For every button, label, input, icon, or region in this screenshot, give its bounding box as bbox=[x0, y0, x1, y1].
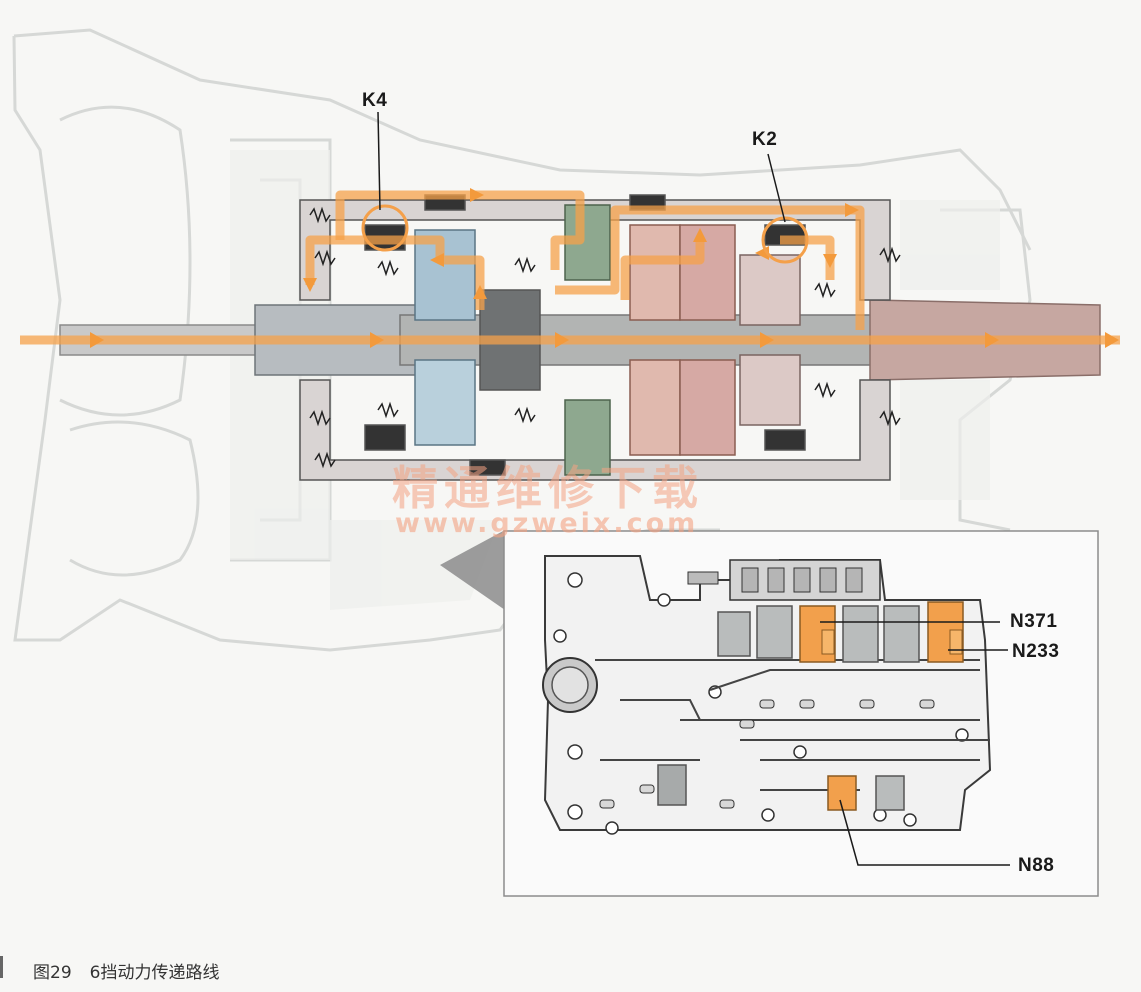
solenoid-n371 bbox=[799, 605, 836, 663]
figure-title: 6挡动力传递路线 bbox=[89, 963, 220, 983]
springs bbox=[309, 206, 901, 469]
solenoid-inactive-5 bbox=[875, 775, 905, 811]
n88-label: N88 bbox=[1018, 855, 1055, 876]
k2-highlight-circle bbox=[761, 216, 809, 264]
solenoid-inactive-3 bbox=[842, 605, 879, 663]
n371-label: N371 bbox=[1010, 611, 1058, 632]
k2-label: K2 bbox=[752, 129, 778, 150]
solenoid-inactive-6 bbox=[657, 764, 687, 806]
n233-label: N233 bbox=[1012, 641, 1060, 662]
solenoid-n233 bbox=[927, 601, 964, 663]
watermark-url: www.gzweix.com bbox=[395, 508, 699, 539]
solenoid-inactive-1 bbox=[717, 611, 751, 657]
figure-number: 图29 bbox=[33, 963, 72, 983]
inset-pointer bbox=[440, 530, 505, 610]
k4-highlight-circle bbox=[361, 204, 409, 252]
solenoid-inactive-4 bbox=[883, 605, 920, 663]
page-edge-mark bbox=[0, 956, 3, 978]
inset-leader-lines bbox=[820, 621, 1010, 866]
figure-caption: 图29 6挡动力传递路线 bbox=[33, 958, 237, 983]
leader-lines bbox=[377, 111, 786, 223]
solenoid-n88 bbox=[827, 775, 857, 811]
power-flow-arrows bbox=[90, 188, 1119, 348]
k4-label: K4 bbox=[362, 90, 388, 111]
watermark-chinese: 精通维修下载 bbox=[392, 461, 704, 515]
solenoid-inactive-2 bbox=[756, 605, 793, 659]
valve-body-inset bbox=[503, 530, 1099, 897]
